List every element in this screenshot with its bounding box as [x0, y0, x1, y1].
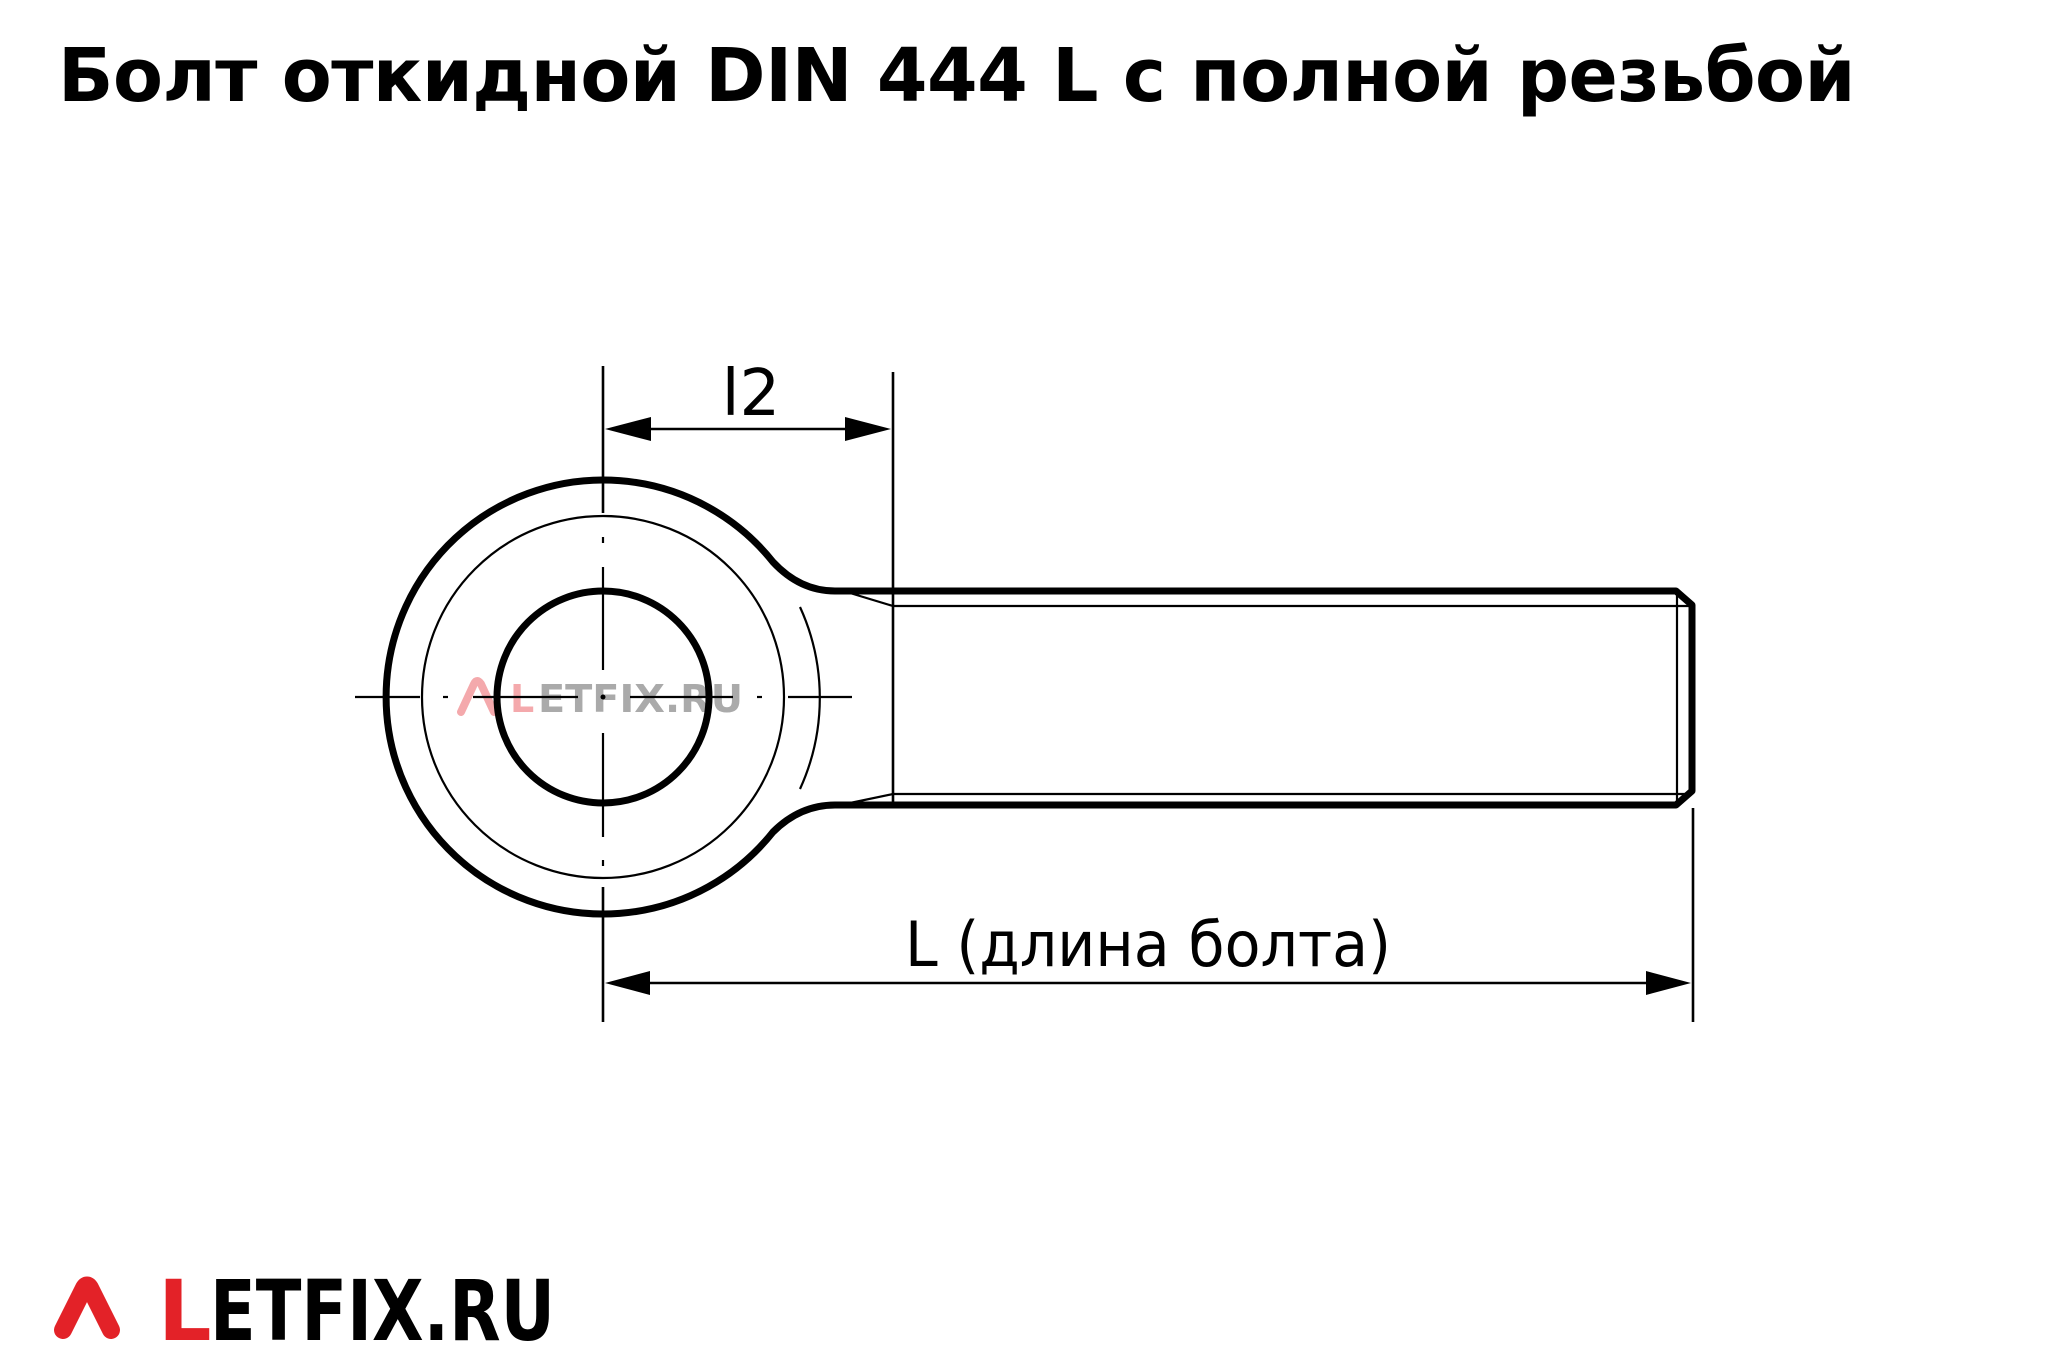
center-lines — [355, 366, 852, 1022]
L-arrow-right-icon — [1646, 971, 1691, 995]
L-arrow-left-icon — [605, 971, 650, 995]
eye-face-circle — [420, 514, 786, 880]
letfix-logo: L ETFIX.RU — [54, 1262, 555, 1360]
letfix-mark-icon — [54, 1276, 120, 1339]
eye-outer-contour — [382, 476, 1696, 918]
watermark-letter-l: L — [510, 677, 534, 721]
watermark-mark-icon — [457, 677, 498, 716]
logo-letter-l: L — [158, 1262, 212, 1360]
dimension-L: L (длина болта) — [605, 808, 1695, 1022]
neck-taper-top — [849, 591, 894, 608]
L-label: L (длина болта) — [905, 908, 1391, 981]
l2-label: l2 — [722, 357, 781, 431]
dimension-l2: l2 — [605, 357, 895, 805]
l2-arrow-right-icon — [845, 417, 891, 441]
logo-text: ETFIX.RU — [210, 1262, 555, 1360]
l2-arrow-left-icon — [605, 417, 651, 441]
neck-taper-bottom — [849, 792, 894, 805]
page-title: Болт откидной DIN 444 L с полной резьбой — [58, 33, 1855, 119]
